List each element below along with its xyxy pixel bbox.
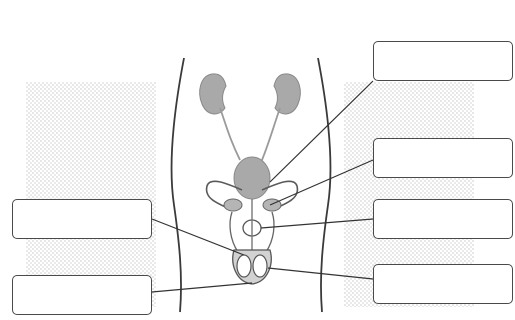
left-kidney-icon xyxy=(200,74,226,114)
label-box-right-3[interactable] xyxy=(373,199,513,239)
left-seminal-vesicle xyxy=(224,199,242,211)
left-texture-panel xyxy=(26,82,156,307)
leader-line-left-2 xyxy=(152,283,252,292)
right-testis-icon xyxy=(253,255,267,277)
right-spermatic-cord xyxy=(266,212,274,252)
bladder-icon xyxy=(234,157,270,199)
left-testis-icon xyxy=(237,255,251,277)
right-ureter xyxy=(262,108,280,160)
left-spermatic-cord xyxy=(230,212,238,252)
left-ureter xyxy=(220,108,240,160)
label-box-left-1[interactable] xyxy=(12,199,152,239)
label-box-left-2[interactable] xyxy=(12,275,152,315)
label-box-right-1[interactable] xyxy=(373,41,513,81)
label-box-right-2[interactable] xyxy=(373,138,513,178)
label-box-right-4[interactable] xyxy=(373,264,513,304)
body-outline-left xyxy=(172,58,184,312)
right-kidney-icon xyxy=(274,74,300,114)
